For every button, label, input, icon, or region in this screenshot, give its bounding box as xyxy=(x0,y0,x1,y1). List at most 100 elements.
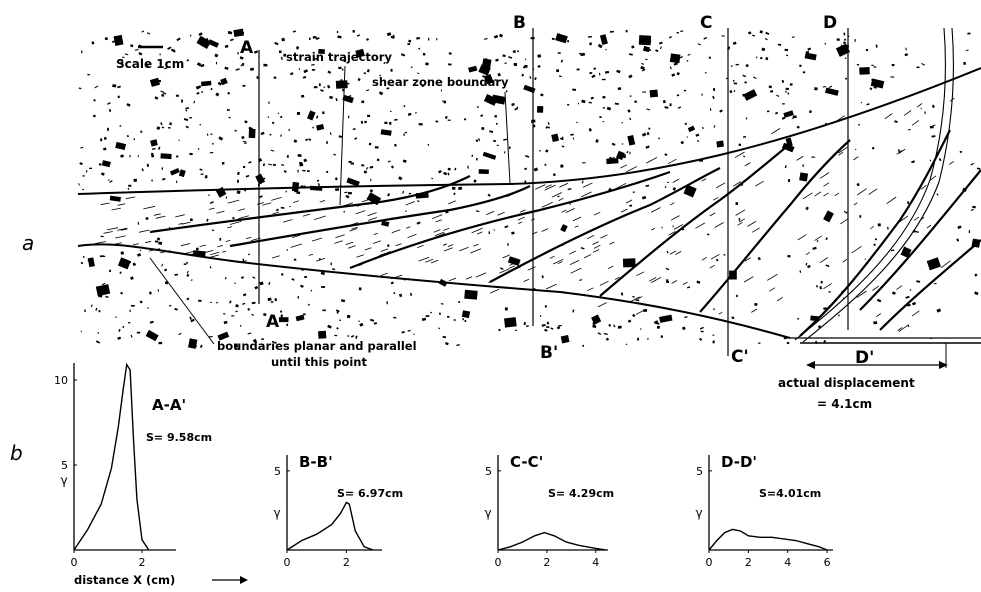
foliation-dash xyxy=(649,277,657,282)
shear-zone-upper-boundary xyxy=(77,67,981,195)
foliation-dash xyxy=(568,250,576,255)
rock-grain xyxy=(217,81,223,86)
rock-grain xyxy=(297,296,300,299)
rock-grain xyxy=(471,84,473,87)
rock-grain xyxy=(644,36,647,40)
strain-trajectory-label: strain trajectory xyxy=(286,50,392,64)
foliation-dash xyxy=(175,214,185,218)
rock-grain xyxy=(306,110,316,121)
rock-grain xyxy=(712,340,715,344)
rock-grain xyxy=(678,55,683,59)
rock-grain xyxy=(484,73,494,85)
rock-grain xyxy=(175,155,179,158)
foliation-dash xyxy=(499,268,510,274)
foliation-dash xyxy=(509,262,517,266)
rock-grain xyxy=(107,127,109,131)
rock-grain xyxy=(219,237,222,241)
rock-grain xyxy=(89,167,93,169)
rock-grain xyxy=(476,106,479,109)
rock-grain xyxy=(646,132,650,136)
x-tick-label: 0 xyxy=(71,556,78,569)
foliation-dash xyxy=(670,215,680,221)
rock-grain xyxy=(592,321,596,325)
rock-grain xyxy=(743,135,747,138)
rock-grain xyxy=(364,120,368,124)
rock-grain xyxy=(645,145,650,149)
foliation-dash xyxy=(356,254,365,258)
rock-grain xyxy=(190,279,193,281)
rock-grain xyxy=(646,108,651,111)
rock-grain xyxy=(242,302,246,305)
rock-grain xyxy=(340,299,346,303)
rock-grain xyxy=(766,110,770,113)
rock-grain xyxy=(332,268,336,271)
rock-grain xyxy=(482,58,492,68)
rock-grain xyxy=(757,256,761,261)
rock-grain xyxy=(582,52,586,56)
rock-grain xyxy=(140,130,143,133)
foliation-dash xyxy=(836,115,845,122)
rock-grain xyxy=(715,258,719,262)
rock-grain xyxy=(230,38,234,42)
rock-grain xyxy=(196,35,212,49)
rock-grain xyxy=(259,195,263,199)
rock-grain xyxy=(215,62,218,65)
rock-grain xyxy=(148,291,152,295)
rock-grain xyxy=(577,102,580,105)
rock-grain xyxy=(886,226,889,230)
rock-grain xyxy=(588,128,592,132)
rock-grain xyxy=(128,321,131,324)
rock-grain xyxy=(487,193,491,197)
rock-grain xyxy=(570,133,574,136)
rock-grain xyxy=(551,133,560,143)
foliation-dash xyxy=(776,296,784,302)
foliation-dash xyxy=(876,313,882,318)
foliation-dash xyxy=(271,197,282,201)
rock-grain xyxy=(544,328,548,332)
rock-grain xyxy=(483,94,498,106)
rock-grain xyxy=(890,249,895,252)
rock-grain xyxy=(514,107,518,111)
rock-grain xyxy=(595,139,599,143)
rock-grain xyxy=(604,70,610,74)
rock-grain xyxy=(536,106,544,113)
rock-grain xyxy=(655,49,659,53)
y-axis-symbol: γ xyxy=(695,506,702,520)
rock-grain xyxy=(431,177,434,180)
foliation-dash xyxy=(802,174,807,178)
rock-grain xyxy=(468,65,478,73)
rock-grain xyxy=(478,138,481,142)
rock-grain xyxy=(871,78,875,82)
foliation-dash xyxy=(675,251,682,255)
rock-grain xyxy=(161,126,165,129)
rock-grain xyxy=(157,289,160,292)
rock-grain xyxy=(866,103,870,106)
foliation-dash xyxy=(903,110,912,116)
rock-grain xyxy=(748,31,752,35)
rock-grain xyxy=(409,292,413,296)
foliation-dash xyxy=(465,276,473,280)
rock-grain xyxy=(162,177,166,181)
rock-grain xyxy=(93,99,96,102)
rock-grain xyxy=(713,125,716,128)
foliation-dash xyxy=(755,180,764,187)
foliation-dash xyxy=(245,236,252,240)
foliation-dash xyxy=(361,199,369,203)
rock-grain xyxy=(407,112,412,116)
foliation-dash xyxy=(471,227,483,234)
foliation-dash xyxy=(819,257,829,264)
rock-grain xyxy=(628,53,633,56)
foliation-dash xyxy=(856,290,867,299)
rock-grain xyxy=(540,314,542,317)
rock-grain xyxy=(783,110,794,118)
rock-grain xyxy=(498,33,503,38)
rock-grain xyxy=(407,329,411,332)
rock-grain xyxy=(464,319,467,322)
foliation-dash xyxy=(898,148,906,154)
rock-grain xyxy=(160,90,164,93)
rock-grain xyxy=(926,257,941,271)
rock-grain xyxy=(348,115,350,119)
rock-grain xyxy=(308,138,312,142)
rock-grain xyxy=(215,92,220,97)
